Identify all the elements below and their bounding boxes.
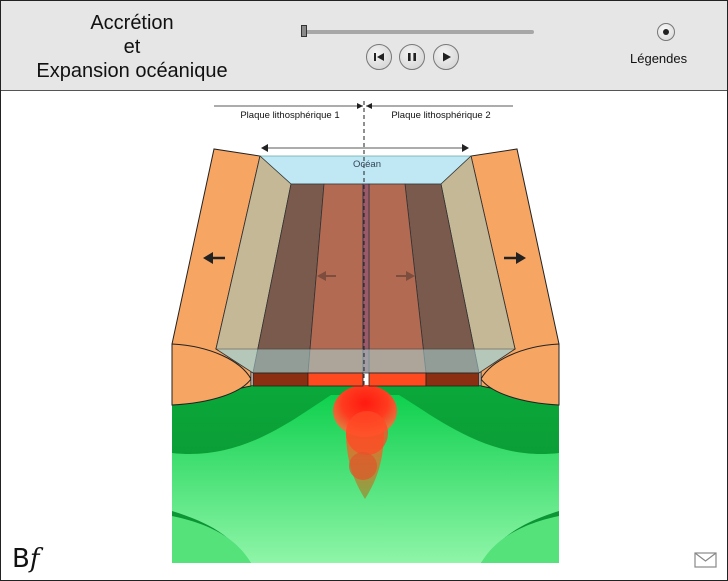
page-title: Accrétion et Expansion océanique: [1, 11, 263, 83]
title-line-2: et: [123, 36, 141, 58]
title-line-3: Expansion océanique: [36, 60, 228, 82]
play-button[interactable]: [433, 44, 459, 70]
crust-front-block-2: [307, 372, 364, 387]
arrow-right-crust: [396, 271, 415, 281]
crust-front-block-4: [425, 372, 480, 387]
crust-front-block-1: [252, 372, 309, 387]
plate-2-extent-arrowhead: [366, 103, 372, 109]
pause-icon: [408, 53, 416, 61]
brand-logo: Bf: [12, 544, 39, 574]
radio-dot: [663, 29, 669, 35]
plate-1-label: Plaque lithosphérique 1: [240, 110, 339, 121]
pause-button[interactable]: [399, 44, 425, 70]
logo-letter: B: [12, 544, 30, 574]
ocean-width-arrowhead-right: [462, 144, 469, 152]
timeline-slider-track[interactable]: [303, 30, 534, 34]
legend-toggle-radio[interactable]: [657, 23, 675, 41]
plate-1-extent-arrowhead: [357, 103, 363, 109]
continent-right-front: [480, 343, 560, 406]
ocean-front-water: [214, 348, 517, 374]
arrow-left-continent: [203, 252, 225, 264]
mantle-base-glow-right: [481, 516, 559, 563]
title-line-1: Accrétion: [90, 12, 174, 34]
arrow-right-continent: [504, 252, 526, 264]
arrow-left-crust: [317, 271, 336, 281]
ocean-width-arrowhead-left: [261, 144, 268, 152]
legend-toggle-label[interactable]: Légendes: [630, 51, 688, 66]
logo-glyph: f: [29, 544, 40, 574]
header-bar: Accrétion et Expansion océanique Légende…: [1, 1, 727, 91]
plate-2-label: Plaque lithosphérique 2: [391, 110, 490, 121]
mantle-base-glow: [172, 516, 251, 563]
magma-blob-mid: [346, 411, 388, 455]
timeline-slider-thumb[interactable]: [301, 25, 308, 37]
mail-icon[interactable]: [694, 552, 718, 570]
magma-blob-low: [349, 452, 377, 480]
continent-left-front: [171, 343, 252, 406]
play-icon: [443, 52, 451, 62]
skip-back-icon: [374, 53, 384, 61]
rewind-button[interactable]: [366, 44, 392, 70]
crust-front-block-3: [368, 372, 427, 387]
ocean-label: Océan: [353, 159, 381, 170]
